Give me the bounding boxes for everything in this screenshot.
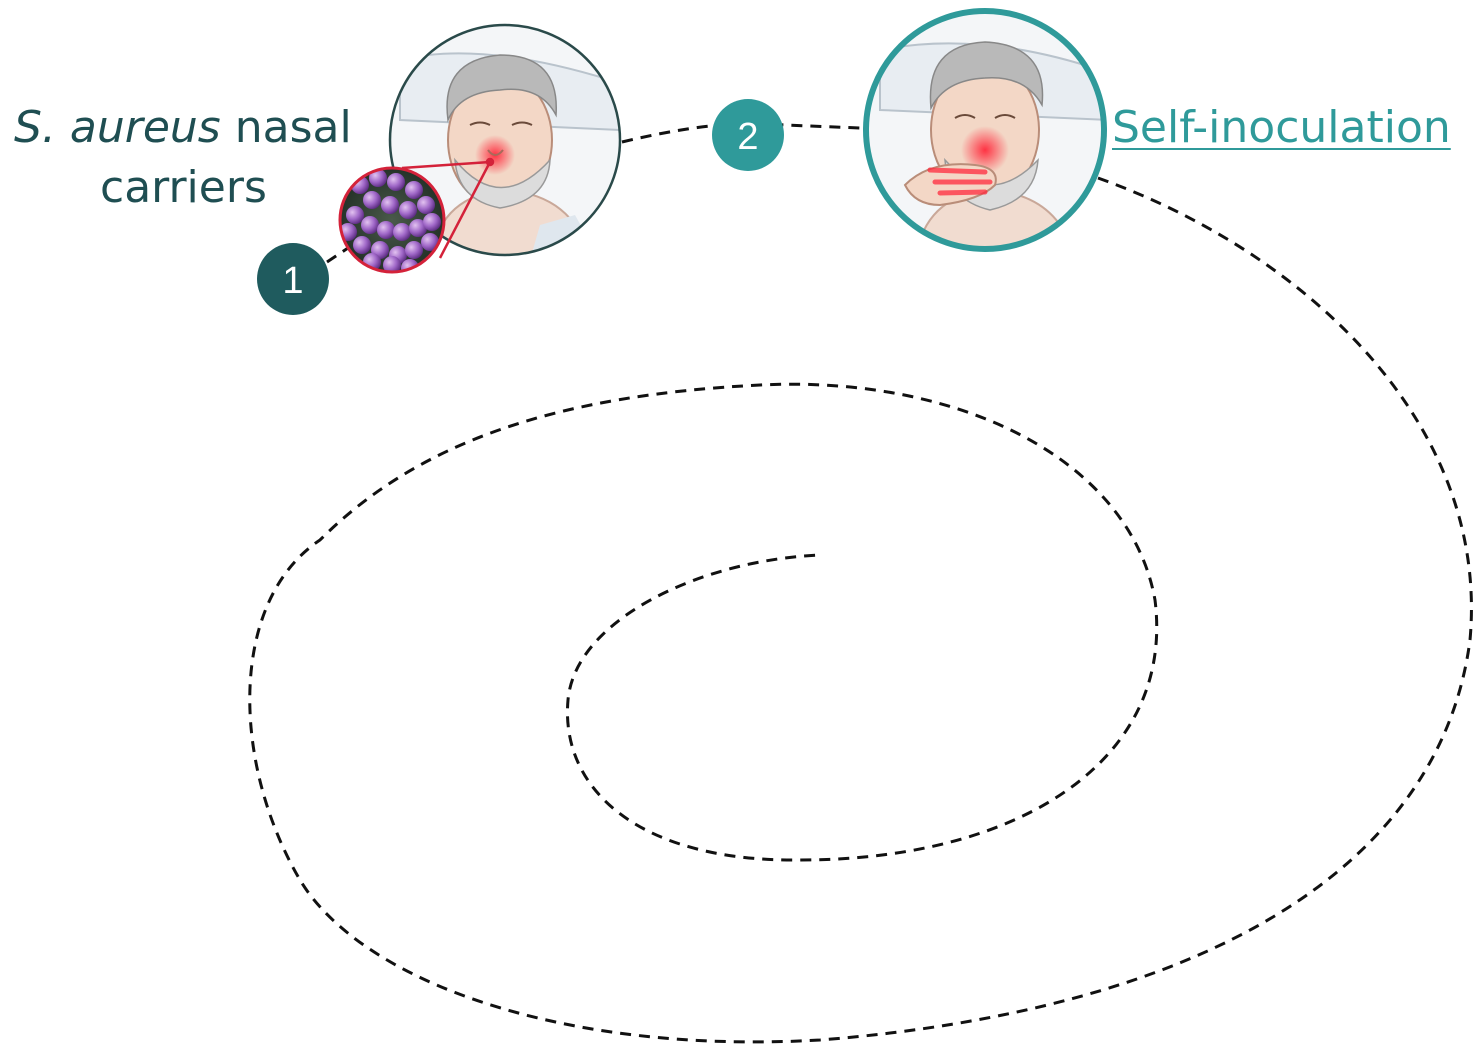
step-1-label-rest: nasal	[235, 102, 352, 153]
coccus-cell	[361, 216, 379, 234]
coccus-cell	[381, 196, 399, 214]
step-1-label-line2: carriers	[100, 160, 267, 216]
step-1-badge: 1	[257, 243, 329, 315]
coccus-cell	[353, 236, 371, 254]
step-1-label-italic: S. aureus	[14, 102, 221, 153]
dashed-spiral-path	[250, 124, 1472, 1042]
coccus-cell	[363, 191, 381, 209]
coccus-cell	[377, 221, 395, 239]
coccus-cell	[405, 181, 423, 199]
step-1-number: 1	[282, 260, 303, 302]
coccus-cell	[346, 206, 364, 224]
coccus-cell	[417, 196, 435, 214]
step-2-number: 2	[737, 116, 758, 158]
coccus-cell	[387, 173, 405, 191]
step-1-label: S. aureus nasal	[14, 100, 352, 156]
coccus-cell	[393, 223, 411, 241]
patient-touching-nose-icon	[860, 10, 1120, 260]
bacteria-magnified-icon	[339, 168, 444, 277]
step-2-badge: 2	[712, 99, 784, 171]
coccus-cell	[423, 213, 441, 231]
coccus-cell	[405, 241, 423, 259]
step-2-label: Self-inoculation	[1112, 100, 1451, 156]
coccus-cell	[399, 201, 417, 219]
